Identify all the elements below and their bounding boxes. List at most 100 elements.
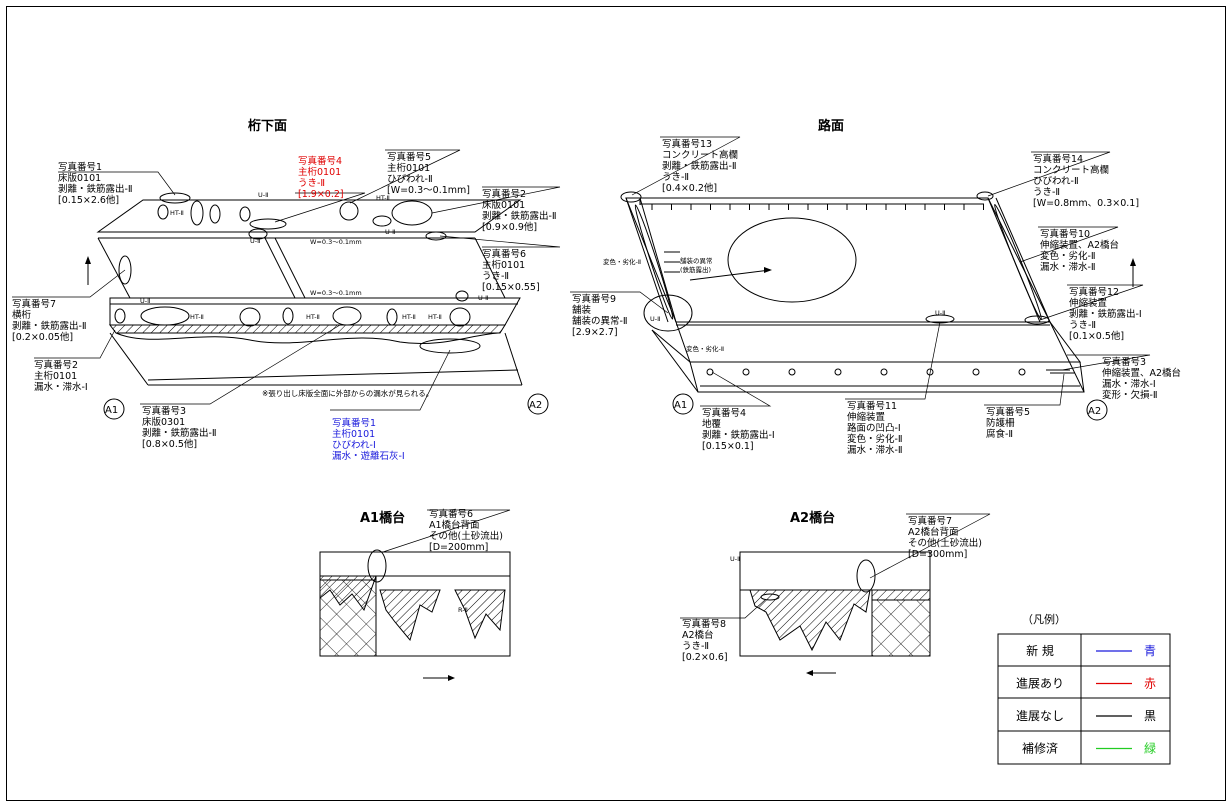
callout-line: 漏水・滞水-Ⅰ (34, 381, 88, 393)
callout-line: 変色・劣化-Ⅱ (847, 433, 903, 445)
label-pave-abnormal: 舗装の異常 (680, 256, 713, 265)
legend-label: 新 規 (1026, 643, 1054, 658)
callout-line: 剥離・鉄筋露出-Ⅱ (142, 427, 217, 439)
callout-line: 写真番号11 (847, 400, 897, 412)
svg-text:A1: A1 (105, 405, 118, 416)
callout-line: 伸縮装置、A2橋台 (1102, 367, 1181, 379)
label-ht2: HT-Ⅱ (402, 313, 416, 321)
callout-line: 写真番号9 (572, 293, 616, 305)
marker-a2-under: A2 (527, 393, 549, 415)
callout-line: 変色・劣化-Ⅱ (1040, 250, 1096, 262)
label-pave-sub: (鉄筋露出) (680, 265, 711, 274)
callout-line: [0.15×2.6他] (58, 194, 119, 206)
legend-title: （凡例） (1022, 612, 1066, 626)
callout-line: 主桁0101 (332, 428, 375, 440)
legend-label: 補修済 (1022, 741, 1058, 756)
callout-line: 舗装の異常-Ⅱ (572, 315, 628, 327)
callout-line: 路面の凹凸-Ⅰ (847, 422, 901, 434)
callout-line: 写真番号2 (482, 188, 526, 200)
under-deck-note: ※張り出し床版全面に外部からの漏水が見られる。 (262, 388, 433, 398)
callout-line: [D=300mm] (908, 549, 967, 560)
marker-a1-road: A1 (672, 393, 694, 415)
legend-color-name: 青 (1144, 644, 1156, 658)
callout-line: [0.8×0.5他] (142, 438, 197, 450)
callout-line: 剥離・鉄筋露出-Ⅱ (12, 320, 87, 332)
label-u2: U-Ⅱ (250, 237, 260, 245)
callout-line: うき-Ⅱ (482, 271, 509, 282)
callout-line: 剥離・鉄筋露出-Ⅰ (1069, 308, 1142, 320)
callout-line: 写真番号6 (482, 248, 526, 260)
callout-line: 写真番号4 (298, 155, 342, 167)
road-leaders (570, 136, 1151, 407)
callout-line: 剥離・鉄筋露出-Ⅱ (58, 183, 133, 195)
callout-line: 床版0301 (142, 416, 185, 428)
callout-line: 写真番号5 (387, 151, 431, 163)
label-crack-width: W=0.3～0.1mm (310, 238, 362, 246)
label-ht2: HT-Ⅱ (190, 313, 204, 321)
callout-line: コンクリート高欄 (1033, 164, 1109, 176)
callout-line: 漏水・滞水-Ⅱ (1040, 261, 1096, 273)
callout-line: [0.4×0.2他] (662, 182, 717, 194)
legend-row: 進展なし黒 (1016, 709, 1156, 723)
callout-line: 写真番号12 (1069, 286, 1119, 298)
callout-line: ひびわれ-Ⅱ (387, 174, 433, 185)
road-surface-view: 変色・劣化-Ⅱ 舗装の異常 (鉄筋露出) U-Ⅱ 変色・劣化-Ⅱ U-Ⅱ (603, 191, 1136, 393)
svg-text:A2: A2 (1088, 406, 1101, 417)
curb-bolt (706, 368, 714, 376)
callout-line: 伸縮装置、A2橋台 (1040, 239, 1119, 251)
legend-color-name: 赤 (1144, 677, 1156, 691)
callout-line: 写真番号8 (682, 618, 726, 630)
legend-label: 進展なし (1016, 709, 1064, 723)
legend: （凡例） 新 規青進展あり赤進展なし黒補修済緑 (997, 612, 1171, 765)
curb-bolt (834, 368, 842, 376)
callout-line: 主桁0101 (34, 370, 77, 382)
label-u2: U-Ⅱ (935, 309, 945, 317)
label-ht2: HT-Ⅱ (376, 194, 390, 202)
callout-line: [1.9×0.2] (298, 189, 344, 200)
label-ht2: HT-Ⅱ (428, 313, 442, 321)
legend-row: 補修済緑 (1022, 741, 1156, 756)
callout-line: 床版0101 (482, 199, 525, 211)
label-discolor: 変色・劣化-Ⅱ (603, 257, 641, 266)
callout-line: その他(土砂流出) (429, 530, 503, 542)
label-ht2: HT-Ⅱ (170, 209, 184, 217)
curb-bolt (880, 368, 888, 376)
callout-line: 写真番号14 (1033, 153, 1083, 165)
callout-line: 床版0101 (58, 172, 101, 184)
callout-line: [0.15×0.1] (702, 441, 754, 452)
label-r2: R-Ⅱ (458, 606, 468, 614)
label-u2: U-Ⅱ (478, 294, 488, 302)
title-road-surface: 路面 (818, 118, 844, 134)
svg-text:A1: A1 (674, 400, 687, 411)
label-u2: U-Ⅱ (258, 191, 268, 199)
under-deck-view: U-Ⅱ HT-Ⅱ HT-Ⅱ U-Ⅱ U-Ⅱ W=0.3～0.1mm W=0.3～… (85, 191, 523, 398)
label-ht2: HT-Ⅱ (306, 313, 320, 321)
label-discolor: 変色・劣化-Ⅱ (686, 344, 724, 353)
callout-line: ひびわれ-Ⅰ (332, 440, 376, 451)
callout-line: 写真番号1 (58, 161, 102, 173)
callout-line: うき-Ⅱ (682, 641, 709, 652)
title-a2-abutment: A2橋台 (790, 510, 835, 526)
callout-line: うき-Ⅱ (1033, 187, 1060, 198)
callout-line: 舗装 (572, 304, 592, 316)
callout-line: 横桁 (12, 309, 32, 321)
title-under-deck: 桁下面 (248, 118, 287, 134)
callout-line: 写真番号4 (702, 407, 746, 419)
callout-line: [0.1×0.5他] (1069, 330, 1124, 342)
callout-line: 腐食-Ⅱ (986, 428, 1013, 440)
callout-line: 剥離・鉄筋露出-Ⅱ (482, 210, 557, 222)
curb-bolt (742, 368, 750, 376)
callout-line: 主桁0101 (482, 259, 525, 271)
a2-leader (869, 513, 991, 579)
